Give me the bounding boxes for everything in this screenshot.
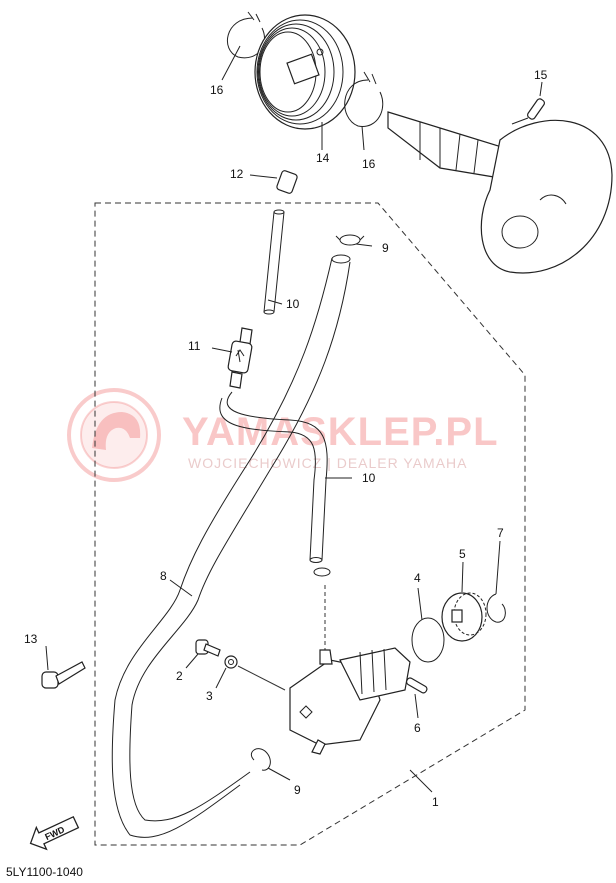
callout-5: 5: [459, 547, 466, 561]
callout-3: 3: [206, 689, 213, 703]
gear-5: [441, 592, 487, 642]
circlip-7: [486, 593, 506, 623]
diagram-code: 5LY1100-1040: [6, 865, 83, 879]
hose-10-upper: [263, 209, 285, 315]
watermark-brand: YAMASKLEP.PL: [182, 410, 499, 454]
cap-12: [276, 170, 298, 194]
circlip-16-right: [344, 71, 384, 127]
callout-1: 1: [432, 795, 439, 809]
callout-10-upper: 10: [286, 297, 300, 311]
oil-pump-1: [289, 647, 411, 755]
callout-6: 6: [414, 721, 421, 735]
callout-4: 4: [414, 571, 421, 585]
watermark-logo-helmet: [92, 412, 141, 450]
bolt-2: [195, 639, 221, 657]
callout-8: 8: [160, 569, 167, 583]
pulley-14: [254, 14, 356, 130]
callout-9-lower: 9: [294, 783, 301, 797]
clip-9-lower: [250, 748, 271, 771]
watermark-logo-ring: [67, 388, 161, 482]
shaft-gear-assembly: [387, 111, 613, 274]
leader-lines: [45, 45, 543, 793]
callout-15: 15: [534, 68, 548, 82]
o-ring-4: [411, 617, 445, 663]
pin-6: [405, 677, 428, 694]
callout-9-upper: 9: [382, 241, 389, 255]
bolt-13: [41, 661, 86, 689]
callout-16-left: 16: [210, 83, 224, 97]
clip-9-mid: [313, 567, 331, 577]
watermark-logo-inner: [80, 401, 148, 469]
hose-8: [111, 254, 351, 838]
watermark: YAMASKLEP.PL WOJCIECHOWICZ | DEALER YAMA…: [67, 388, 499, 482]
callout-7: 7: [497, 526, 504, 540]
watermark-subtitle: WOJCIECHOWICZ | DEALER YAMAHA: [188, 455, 467, 471]
fwd-arrow-icon: FWD: [29, 815, 80, 851]
callout-14: 14: [316, 151, 330, 165]
assembly-boundary: [94, 202, 526, 846]
clip-9-upper: [335, 234, 365, 246]
hose-10-lower: [219, 391, 328, 563]
dowel-pin-15: [526, 98, 546, 120]
callout-10-lower: 10: [362, 471, 376, 485]
callout-2: 2: [176, 669, 183, 683]
filter-11: [227, 327, 253, 389]
callout-13: 13: [24, 632, 38, 646]
callout-12: 12: [230, 167, 244, 181]
guide-line-washer-pump: [237, 665, 286, 691]
washer-3: [224, 655, 238, 669]
callout-16-right: 16: [362, 157, 376, 171]
callout-11: 11: [188, 339, 201, 353]
